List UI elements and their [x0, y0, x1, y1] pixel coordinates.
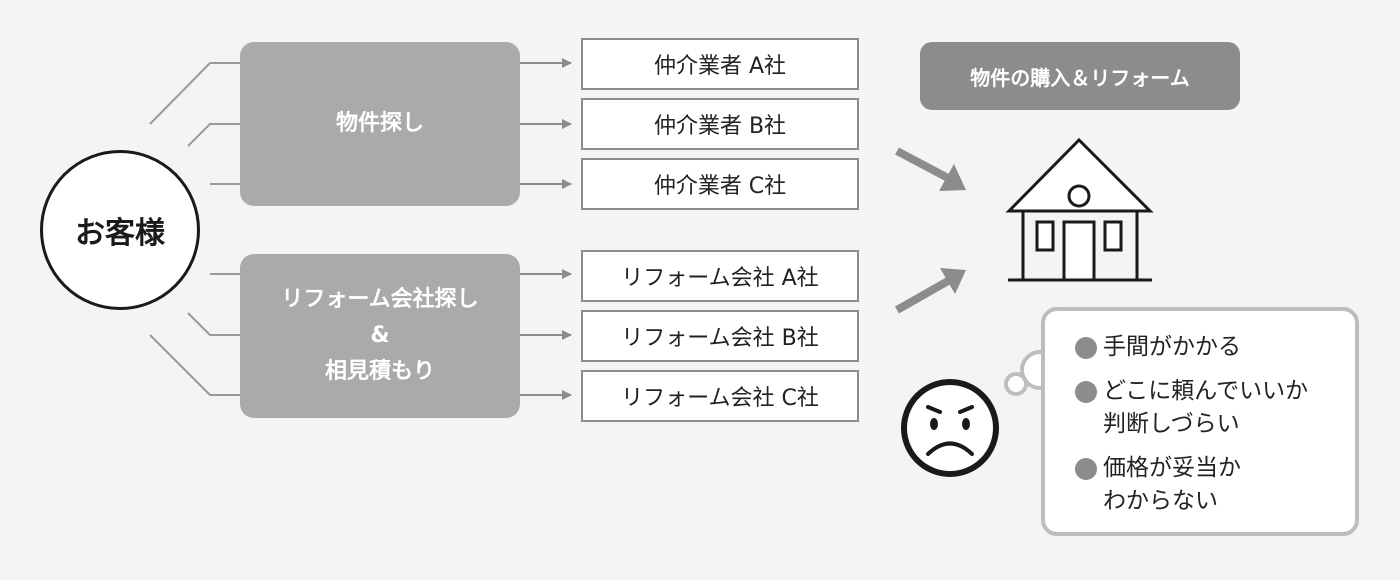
company-label: リフォーム会社 C社	[621, 386, 819, 411]
company-box: リフォーム会社 C社	[581, 370, 859, 422]
company-label: リフォーム会社 B社	[621, 326, 819, 351]
customer-branch-line	[187, 312, 240, 336]
concern-item: どこに頼んでいいか 判断しづらい	[1075, 375, 1345, 441]
customer-branch-line	[187, 123, 240, 147]
category-label: 物件探し	[335, 111, 424, 136]
company-box: リフォーム会社 A社	[581, 250, 859, 302]
goal-label: 物件の購入＆リフォーム	[970, 65, 1190, 90]
category-label-line: 相見積もり	[324, 359, 435, 384]
concern-text: 手間がかかる	[1103, 334, 1241, 360]
company-box: 仲介業者 C社	[581, 158, 859, 210]
worried-face-icon	[901, 379, 999, 477]
customer-node: お客様	[40, 150, 200, 310]
arrow-up-right-icon	[895, 268, 966, 314]
company-label: 仲介業者 A社	[653, 54, 787, 79]
company-label: 仲介業者 B社	[653, 114, 787, 139]
concern-item: 手間がかかる	[1075, 331, 1345, 364]
category-label-line: &	[370, 323, 390, 348]
concerns-bubble: 手間がかかる どこに頼んでいいか 判断しづらい 価格が妥当か わからない	[1041, 307, 1359, 536]
category-reform-search: リフォーム会社探し & 相見積もり	[240, 254, 520, 418]
company-label: 仲介業者 C社	[653, 174, 787, 199]
goal-badge: 物件の購入＆リフォーム	[920, 42, 1240, 110]
customer-label: お客様	[75, 216, 165, 251]
company-box: 仲介業者 A社	[581, 38, 859, 90]
concern-text: 価格が妥当か わからない	[1103, 455, 1241, 514]
customer-branch-line	[149, 62, 240, 125]
bullet-icon	[1075, 337, 1097, 359]
category-property-search: 物件探し	[240, 42, 520, 206]
company-box: 仲介業者 B社	[581, 98, 859, 150]
customer-branch-line	[149, 334, 240, 396]
bullet-icon	[1075, 458, 1097, 480]
category-label-line: リフォーム会社探し	[281, 287, 479, 312]
arrow-down-right-icon	[895, 147, 966, 191]
concern-item: 価格が妥当か わからない	[1075, 452, 1345, 518]
bullet-icon	[1075, 381, 1097, 403]
company-label: リフォーム会社 A社	[621, 266, 819, 291]
concern-text: どこに頼んでいいか 判断しづらい	[1103, 378, 1309, 437]
house-icon	[1005, 137, 1154, 282]
company-box: リフォーム会社 B社	[581, 310, 859, 362]
